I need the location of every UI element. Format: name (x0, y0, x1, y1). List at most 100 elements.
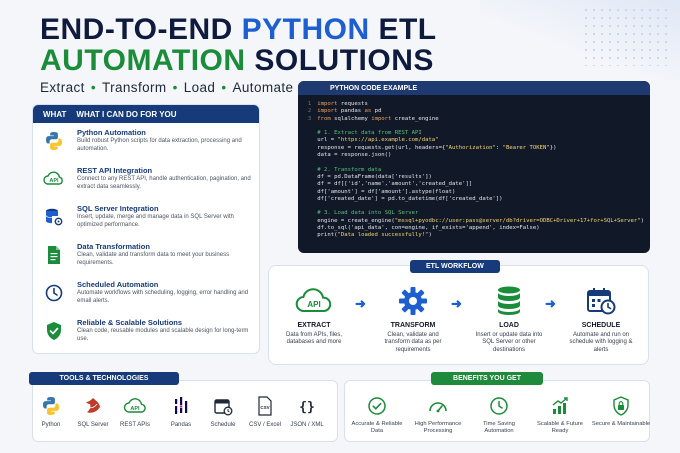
code-comment-line: # 1. Extract data from REST API (317, 130, 422, 137)
code-line: import requests (317, 101, 368, 107)
service-title: Data Transformation (77, 242, 150, 251)
braces-icon: {} (287, 395, 327, 417)
python-icon (43, 130, 65, 152)
code-line: df = df[['id','name','amount','created_d… (317, 181, 473, 188)
step-desc: Insert or update data into SQL Server or… (475, 332, 543, 353)
arrow-right-icon: ➜ (355, 296, 366, 311)
services-header: WHAT WHAT I CAN DO FOR YOU (33, 105, 259, 123)
benefit-label: High Performance Processing (414, 421, 462, 434)
tagline-word: Automate (232, 80, 294, 95)
benefit-label: Accurate & Reliable Data (351, 421, 403, 434)
code-line: response = requests.get(url, headers={"A… (317, 144, 557, 151)
arrow-right-icon: ➜ (545, 296, 556, 311)
tool-label: Schedule (210, 422, 236, 428)
tool-label: CSV / Excel (248, 422, 281, 428)
line-number: 2 (307, 108, 312, 115)
step-title: TRANSFORM (390, 322, 436, 329)
services-header-title: WHAT I CAN DO FOR YOU (76, 109, 177, 119)
shield-check-icon (43, 320, 65, 342)
workflow-step-extract: API EXTRACT Data from APIs, files, datab… (280, 284, 348, 347)
code-example-panel: PYTHON CODE EXAMPLE 1 2 3 import request… (298, 81, 650, 253)
service-title: SQL Server Integration (77, 204, 159, 213)
svg-text:CSV: CSV (260, 405, 269, 410)
service-title: Python Automation (77, 128, 146, 137)
benefit-label: Time Saving Automation (482, 421, 515, 434)
service-desc: Connect to any REST API, handle authenti… (77, 176, 251, 190)
code-line: df = pd.DataFrame(data['results']) (317, 173, 432, 180)
dot-pattern (582, 6, 672, 66)
api-icon: API (43, 168, 65, 190)
tools-panel: TOOLS & TECHNOLOGIES Python SQL Server A… (29, 372, 338, 442)
sql-server-icon (43, 206, 65, 228)
tool-label: SQL Server (77, 422, 109, 428)
code-line: df.to_sql('api_data', con=engine, if_exi… (317, 225, 540, 232)
service-desc: Insert, update, merge and manage data in… (77, 214, 234, 228)
line-number: 3 (307, 115, 312, 122)
code-line: df['created_date'] = pd.to_datetime(df['… (317, 195, 503, 202)
workflow-step-schedule: SCHEDULE Automate and run on schedule wi… (567, 284, 635, 354)
calendar-icon (203, 395, 243, 417)
growth-chart-icon (530, 395, 590, 417)
step-desc: Data from APIs, files, databases and mor… (285, 332, 343, 346)
benefit-item: Time Saving Automation (469, 395, 529, 435)
title-part: END-TO-END (40, 13, 242, 46)
service-title: Reliable & Scalable Solutions (77, 318, 183, 327)
tool-schedule: Schedule (203, 395, 243, 428)
services-header-label: WHAT (43, 109, 67, 119)
benefit-item: Scalable & Future Ready (530, 395, 590, 435)
check-circle-icon (347, 395, 407, 417)
line-number: 1 (307, 101, 312, 107)
code-line: engine = create_engine("mssql+pyodbc://u… (317, 217, 644, 224)
service-title: REST API Integration (77, 166, 153, 175)
document-icon (43, 244, 65, 266)
workflow-step-transform: TRANSFORM Clean, validate and transform … (379, 284, 447, 354)
gauge-icon (408, 395, 468, 417)
benefit-item: High Performance Processing (408, 395, 468, 435)
svg-text:API: API (130, 406, 140, 412)
api-cloud-icon: API (115, 395, 155, 417)
step-title: SCHEDULE (581, 322, 621, 329)
tool-label: JSON / XML (290, 422, 324, 428)
tool-json-xml: {} JSON / XML (287, 395, 327, 428)
pandas-icon (161, 395, 201, 417)
tagline-word: Load (183, 80, 216, 95)
sql-server-icon (73, 395, 113, 417)
tagline: Extract•Transform•Load•Automate (40, 80, 293, 95)
benefit-label: Secure & Maintainable (591, 421, 651, 427)
tool-label: REST APIs (120, 422, 150, 428)
svg-text:API: API (49, 178, 59, 184)
tagline-separator: • (221, 80, 227, 95)
title-part: SOLUTIONS (245, 44, 434, 77)
line-number-gutter: 1 2 3 (304, 101, 311, 240)
step-title: EXTRACT (297, 322, 331, 329)
code-line: df['amount'] = df['amount'].astype(float… (317, 188, 456, 195)
benefit-label: Scalable & Future Ready (536, 421, 584, 434)
tool-sql-server: SQL Server (73, 395, 113, 428)
service-desc: Clean, validate and transform data to me… (77, 252, 230, 266)
svg-text:API: API (307, 300, 320, 309)
title-python: PYTHON (241, 13, 370, 46)
tagline-separator: • (172, 80, 178, 95)
python-icon (31, 395, 71, 417)
code-comment-line: # 2. Transform data (317, 166, 382, 173)
code-line (317, 203, 644, 210)
step-desc: Automate and run on schedule with loggin… (569, 332, 633, 353)
workflow-step-load: LOAD Insert or update data into SQL Serv… (475, 284, 543, 354)
benefits-panel: BENEFITS YOU GET Accurate & Reliable Dat… (344, 372, 651, 442)
gear-icon (379, 284, 447, 318)
csv-file-icon: CSV (245, 395, 285, 417)
code-line: print("Data loaded successfully!") (317, 232, 432, 239)
services-panel: WHAT WHAT I CAN DO FOR YOU Python Automa… (32, 104, 260, 354)
tagline-word: Transform (101, 80, 167, 95)
step-desc: Clean, validate and transform data as pe… (384, 332, 442, 353)
etl-workflow-header: ETL WORKFLOW (410, 260, 500, 273)
code-line (317, 123, 644, 130)
benefit-item: Accurate & Reliable Data (347, 395, 407, 435)
